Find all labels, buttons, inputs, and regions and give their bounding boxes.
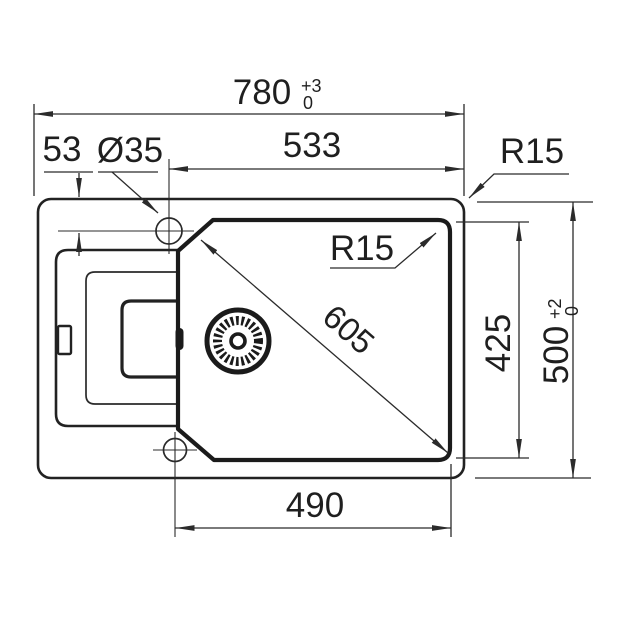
dim-radius-outer: R15 bbox=[468, 132, 569, 199]
tap-hole-top bbox=[58, 159, 194, 254]
drain-strainer-holes bbox=[213, 316, 263, 366]
dim-diagonal-label: 605 bbox=[316, 297, 382, 361]
dim-overall-depth-tol-minus: 0 bbox=[562, 306, 582, 316]
dim-tap-offset-label: 53 bbox=[43, 130, 82, 169]
tap-hole-bottom bbox=[153, 432, 197, 537]
dim-tap-offset: 53 bbox=[43, 130, 93, 256]
dim-bowl-to-edge: 533 bbox=[169, 126, 464, 172]
drainboard-inner-contour bbox=[120, 299, 178, 379]
drain-center-ring bbox=[229, 332, 247, 350]
dim-tap-diameter-label: Ø35 bbox=[97, 131, 163, 170]
dim-radius-outer-label: R15 bbox=[500, 132, 564, 171]
drain-strainer bbox=[204, 307, 272, 375]
dim-overall-width-tol-plus: +3 bbox=[301, 76, 322, 96]
drainboard-outer-contour bbox=[54, 248, 178, 428]
dim-bowl-width: 490 bbox=[175, 464, 452, 537]
dim-overall-width: 780 +3 0 bbox=[33, 73, 465, 196]
drainboard-slot bbox=[56, 324, 73, 356]
dim-bowl-depth-label: 425 bbox=[479, 314, 518, 372]
dim-overall-width-label: 780 bbox=[233, 73, 291, 112]
dim-overall-depth-tol-plus: +2 bbox=[545, 298, 565, 319]
dim-overall-depth: 500 +2 0 bbox=[475, 201, 593, 479]
dim-bowl-width-label: 490 bbox=[286, 486, 344, 525]
dim-tap-diameter: Ø35 bbox=[97, 131, 163, 214]
dim-radius-bowl: R15 bbox=[330, 229, 437, 269]
sink-outer-outline bbox=[36, 197, 466, 480]
drainboard-middle-contour bbox=[85, 271, 178, 405]
dim-radius-bowl-label: R15 bbox=[330, 229, 394, 268]
dim-bowl-depth: 425 bbox=[456, 221, 529, 459]
dim-bowl-to-edge-label: 533 bbox=[283, 126, 341, 165]
dim-overall-width-tol-minus: 0 bbox=[303, 93, 313, 113]
dim-overall-depth-label: 500 bbox=[537, 326, 576, 384]
bowl-outline bbox=[175, 217, 453, 463]
